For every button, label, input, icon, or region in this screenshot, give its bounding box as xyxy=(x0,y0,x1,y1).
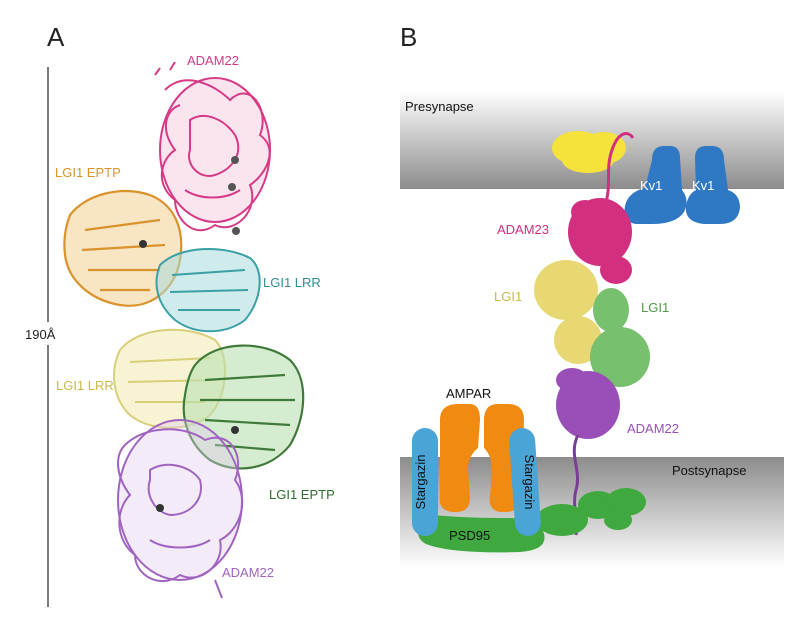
label-adam22: ADAM22 xyxy=(627,421,680,436)
adam22-bottom-domain xyxy=(117,419,244,599)
adam22-top-domain xyxy=(154,61,271,232)
panel-a-letter: A xyxy=(47,22,65,52)
label-lgi1-eptp-right: LGI1 EPTP xyxy=(269,487,335,502)
label-lgi1-lrr-left: LGI1 LRR xyxy=(56,378,114,393)
label-lgi1-lrr-right: LGI1 LRR xyxy=(263,275,321,290)
ampar-left-subunit xyxy=(439,404,480,512)
lgi1-lrr-right-domain xyxy=(155,247,261,333)
lgi1-green-domain xyxy=(590,288,650,387)
label-adam22-top: ADAM22 xyxy=(187,53,240,68)
label-stargazin-right: Stargazin xyxy=(522,455,537,510)
label-presynapse: Presynapse xyxy=(405,99,474,114)
label-adam23: ADAM23 xyxy=(497,222,550,237)
stargazin-right xyxy=(509,428,541,536)
adam23-tether xyxy=(603,132,635,206)
label-stargazin-left: Stargazin xyxy=(413,455,428,510)
scale-label: 190Å xyxy=(25,327,56,342)
kv1-channel-left xyxy=(624,146,687,224)
label-adam22-bottom: ADAM22 xyxy=(222,565,275,580)
label-kv1-right: Kv1 xyxy=(692,178,715,193)
postsynaptic-green-protein xyxy=(536,488,646,536)
label-kv1-left: Kv1 xyxy=(640,178,663,193)
label-lgi1-green: LGI1 xyxy=(641,300,670,315)
lgi1-yellow-domain xyxy=(534,260,602,364)
label-ampar: AMPAR xyxy=(446,386,492,401)
psd95 xyxy=(418,515,545,553)
stargazin-left xyxy=(412,428,438,536)
label-lgi1-eptp-left: LGI1 EPTP xyxy=(55,165,121,180)
label-psd95: PSD95 xyxy=(449,528,491,543)
adam22-domain xyxy=(556,368,620,439)
label-lgi1-yellow: LGI1 xyxy=(494,289,523,304)
panel-b-letter: B xyxy=(400,22,418,52)
adam23-domain xyxy=(568,198,632,284)
label-postsynapse: Postsynapse xyxy=(672,463,747,478)
kv1-channel-right xyxy=(685,146,740,224)
